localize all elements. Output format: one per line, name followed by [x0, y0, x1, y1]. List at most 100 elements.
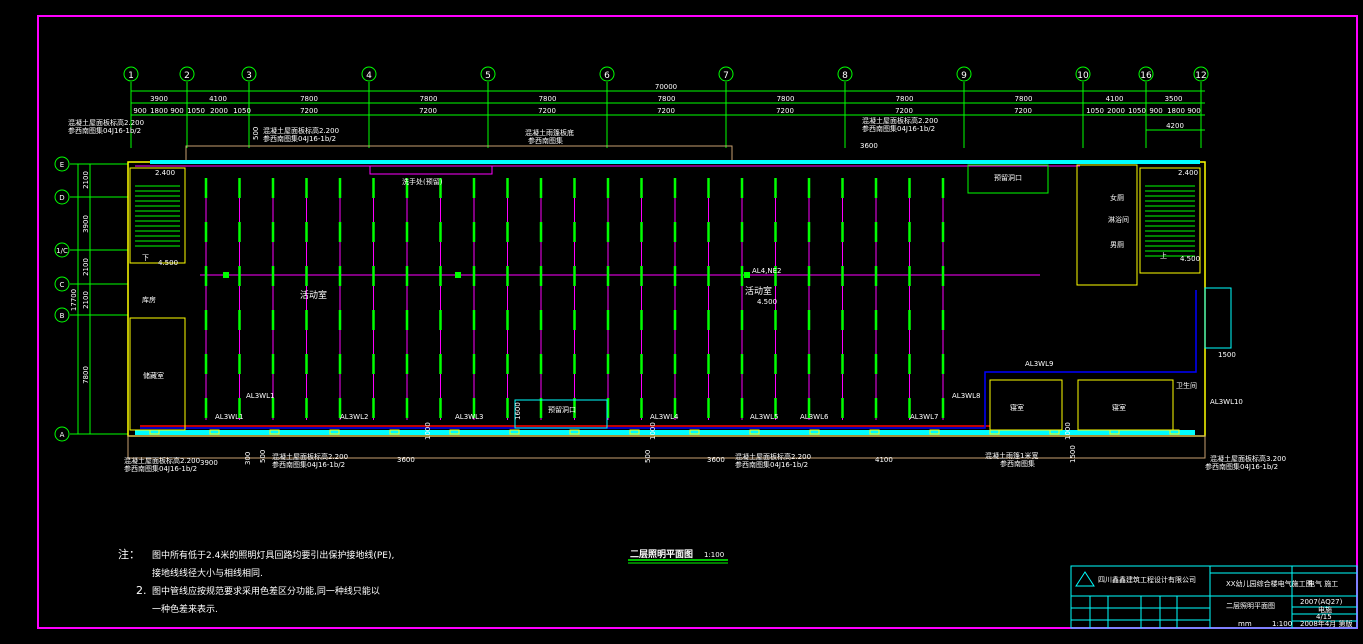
column-axis-label: 9: [961, 71, 967, 81]
sub-dimension: 2000: [1107, 107, 1125, 115]
callout-top-left: 混凝土屋面板标高2.200: [68, 118, 144, 127]
column-marker: [329, 429, 340, 435]
column-axis-bubble: [1138, 66, 1154, 82]
row-axis-label: B: [60, 312, 65, 320]
hand-wash-basin: [369, 165, 493, 175]
bottom-dimension: 3600: [707, 456, 725, 464]
notes-prefix: 注：: [118, 547, 140, 561]
title-block: [1070, 565, 1358, 629]
span-dimension: 7800: [539, 95, 557, 103]
callout-top-mid-ref: 参西南图集04J16-1b/2: [263, 134, 336, 143]
column-marker: [869, 429, 880, 435]
note-2-line-1: 图中管线应按规范要求采用色差区分功能,同一种线只能以: [152, 585, 380, 597]
room-label-stair-elev-right-top: 2.400: [1178, 169, 1198, 177]
bottom-dimension: 3600: [397, 456, 415, 464]
column-axis-bubble: [837, 66, 853, 82]
column-axis-label: 1: [128, 71, 134, 81]
sub-dimension: 7200: [657, 107, 675, 115]
building-outline: [127, 161, 1206, 437]
callout-top-left-ref: 参西南图集04J16-1b/2: [68, 126, 141, 135]
note-1-line-1: 图中所有低于2.4米的照明灯具回路均要引出保护接地线(PE),: [152, 549, 394, 561]
span-dimension: 4100: [1106, 95, 1124, 103]
ceiling-light-icon: [744, 272, 750, 278]
total-dimension: 70000: [655, 83, 677, 91]
span-dimension: 7800: [658, 95, 676, 103]
bottom-dimension: 3900: [200, 459, 218, 467]
room-label-reserved-hole-bottom: 预留洞口: [548, 405, 576, 414]
circuit-label: AL3WL1: [215, 413, 243, 421]
sub-dimension: 1800: [150, 107, 168, 115]
column-axis-label: 16: [1140, 71, 1152, 81]
circuit-label: AL3WL9: [1025, 360, 1053, 368]
circuit-label: AL3WL10: [1210, 398, 1243, 406]
column-axis-bubble: [480, 66, 496, 82]
column-axis-label: 12: [1195, 71, 1206, 81]
drawing-stage: 电气 施工: [1308, 579, 1338, 588]
column-marker: [569, 429, 580, 435]
callout-top-right-ref: 参西南图集04J16-1b/2: [862, 124, 935, 133]
drawing-title-scale: 1:100: [704, 551, 724, 559]
notes: 注： 图中所有低于2.4米的照明灯具回路均要引出保护接地线(PE), 接地线线径…: [118, 547, 394, 615]
room-label-panel: AL4,NE2: [752, 267, 781, 275]
circuit-label: AL3WL8: [952, 392, 980, 400]
room-label-up: 上: [1160, 251, 1167, 260]
sub-dimension: 900: [1149, 107, 1162, 115]
callout-top-mid2-ref: 参西南图集: [528, 136, 563, 145]
callout-bottom-2-ref: 参西南图集04J16-1b/2: [272, 460, 345, 469]
left-dimension: 2100: [82, 291, 90, 309]
drawing-frame: [37, 15, 1358, 629]
callout-bottom-5-ref: 参西南图集04J16-1b/2: [1205, 462, 1278, 471]
bedroom-2: [1077, 379, 1174, 431]
room-label-activity-room-1: 活动室: [300, 289, 327, 301]
bedroom-1: [989, 379, 1063, 431]
callout-bottom-1: 混凝土屋面板标高2.200: [124, 456, 200, 465]
column-marker: [509, 429, 520, 435]
sub-dimension: 7200: [538, 107, 556, 115]
circuit-label: AL3WL1: [246, 392, 274, 400]
span-dimension: 7800: [300, 95, 318, 103]
left-dimension: 3900: [82, 215, 90, 233]
sub-dimension: 1800: [1167, 107, 1185, 115]
left-dimension: 7800: [82, 366, 90, 384]
drawing-title-text: 二层照明平面图: [630, 549, 693, 560]
left-dimension: 2100: [82, 258, 90, 276]
column-axis-bubble: [956, 66, 972, 82]
span-dimension: 4100: [209, 95, 227, 103]
span-dimension: 7800: [420, 95, 438, 103]
small-dimension: 500: [259, 450, 267, 463]
room-label-wash: 卫生间: [1176, 381, 1197, 390]
company-name: 四川鑫鑫建筑工程设计有限公司: [1098, 575, 1196, 584]
bottom-dimension: 4100: [875, 456, 893, 464]
ceiling-light-icon: [223, 272, 229, 278]
row-axis-bubble: [54, 189, 70, 205]
column-axis-bubble: [179, 66, 195, 82]
room-label-toilet-f: 女厕: [1110, 193, 1124, 202]
project-name: XX幼儿园综合楼电气施工图: [1226, 579, 1313, 588]
column-marker: [449, 429, 460, 435]
column-axis-label: 8: [842, 71, 848, 81]
note-2-line-2: 一种色差来表示.: [152, 603, 218, 615]
sub-dimension: 7200: [895, 107, 913, 115]
column-axis-label: 5: [485, 71, 491, 81]
row-axis-label: A: [60, 431, 65, 439]
bottom-dimension: 1500: [1218, 351, 1236, 359]
sub-dimension: 1050: [233, 107, 251, 115]
row-axis-bubble: [54, 156, 70, 172]
sub-dimension: 900: [133, 107, 146, 115]
sub-dimension: 1050: [187, 107, 205, 115]
small-dimension: 1000: [1064, 422, 1072, 440]
row-axis-bubble: [54, 242, 70, 258]
column-axis-label: 7: [723, 71, 729, 81]
span-dimension: 7800: [1015, 95, 1033, 103]
circuit-label: AL3WL3: [455, 413, 483, 421]
column-marker: [689, 429, 700, 435]
left-dimension: 17700: [70, 289, 78, 311]
room-label-reserved-hole-top: 预留洞口: [994, 173, 1022, 182]
ceiling-light-icon: [455, 272, 461, 278]
room-label-toilet-m: 男厕: [1110, 241, 1124, 249]
sub-dimension: 900: [170, 107, 183, 115]
small-dimension: 300: [244, 452, 252, 465]
floor-plan: [127, 145, 1232, 459]
